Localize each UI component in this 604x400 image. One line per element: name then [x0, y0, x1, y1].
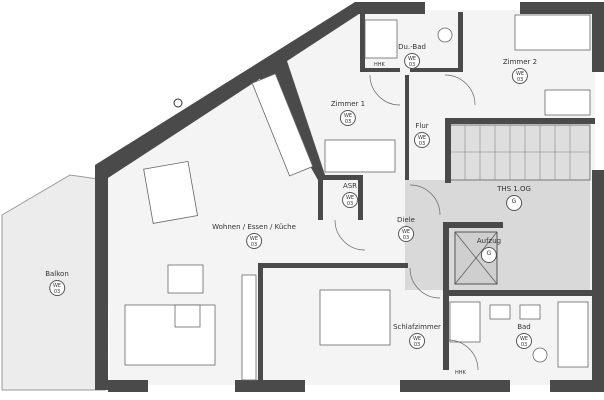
bathtub — [557, 301, 589, 368]
kitchen-counter — [251, 73, 314, 177]
desk-zimmer2 — [544, 89, 591, 116]
armchair — [167, 264, 204, 294]
room-label: Bad — [517, 323, 531, 331]
room-label: Diele — [397, 216, 415, 224]
unit-tag: G — [481, 247, 497, 263]
room-label: Wohnen / Essen / Küche — [212, 223, 296, 231]
room-label: Balkon — [45, 270, 69, 278]
basin-bad-2 — [519, 304, 541, 320]
dining-table — [143, 160, 198, 224]
room-label: Zimmer 2 — [502, 58, 538, 66]
room-label: Du.-Bad — [398, 43, 426, 51]
basin-bad-1 — [489, 304, 511, 320]
hhk-label: HHK — [374, 62, 385, 68]
room-label: Schlafzimmer — [393, 323, 441, 331]
walls — [95, 2, 604, 392]
toilet-du-bad — [437, 27, 453, 43]
wardrobe — [241, 274, 257, 381]
coffee-table — [174, 304, 201, 328]
room-label: ASR — [342, 182, 358, 190]
room-label: Aufzug — [476, 237, 502, 245]
pendant-marker — [173, 98, 183, 108]
room-label: Flur — [415, 122, 429, 130]
unit-tag: G — [505, 195, 522, 211]
bed-zimmer2 — [514, 14, 591, 51]
toilet-bad — [532, 347, 548, 363]
furniture — [124, 14, 591, 381]
bed-zimmer1 — [324, 139, 396, 173]
shower-du-bad — [364, 19, 398, 59]
double-bed — [319, 289, 391, 346]
staircase — [449, 124, 591, 181]
room-label: THS 1.OG — [497, 185, 531, 193]
hhk-label: HHK — [455, 370, 466, 376]
room-ths: THS 1.OG G — [497, 185, 531, 211]
door-swings — [334, 74, 479, 371]
shower-bad — [449, 301, 481, 343]
room-label: Zimmer 1 — [330, 100, 366, 108]
stair-steps — [450, 125, 590, 180]
sofa — [124, 304, 216, 366]
